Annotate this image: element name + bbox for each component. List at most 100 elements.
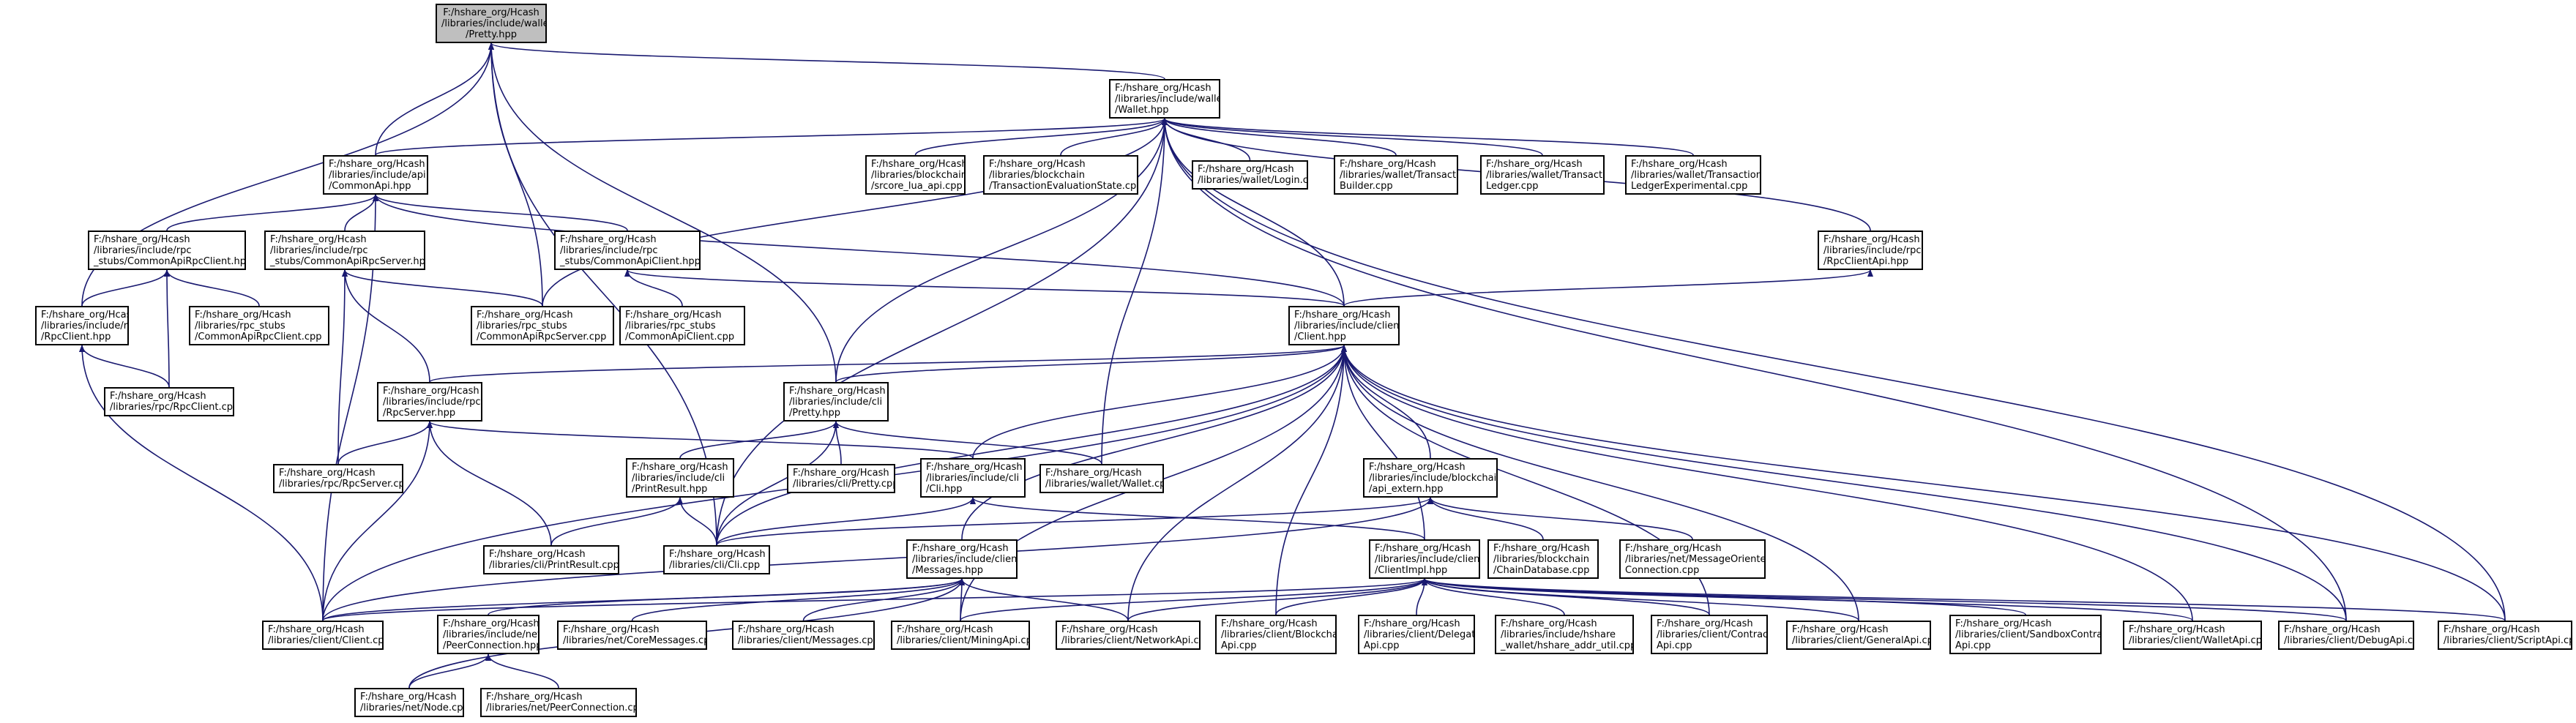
node-blockchain-api-cpp[interactable]: F:/hshare_org/Hcash /libraries/client/Bl… xyxy=(1215,615,1337,654)
node-label-line: /libraries/wallet/Transaction xyxy=(1486,170,1605,181)
node-label-line: /libraries/client/ScriptApi.cpp xyxy=(2444,635,2572,646)
node-sandbox-contract-api-cpp[interactable]: F:/hshare_org/Hcash /libraries/client/Sa… xyxy=(1949,615,2102,654)
edge-layer xyxy=(79,42,2506,689)
node-rpc-client-cpp[interactable]: F:/hshare_org/Hcash /libraries/rpc/RpcCl… xyxy=(104,387,234,416)
node-label-line: /PrintResult.hpp xyxy=(632,484,708,495)
node-label-line: /libraries/wallet/Transaction xyxy=(1340,170,1458,181)
dependency-edge xyxy=(970,497,1425,540)
node-delegate-api-cpp[interactable]: F:/hshare_org/Hcash /libraries/client/De… xyxy=(1358,615,1475,654)
node-client-impl-hpp[interactable]: F:/hshare_org/Hcash /libraries/include/c… xyxy=(1369,539,1480,579)
node-label-line: F:/hshare_org/Hcash xyxy=(94,234,190,245)
dependency-edge xyxy=(322,497,1433,621)
node-messages-hpp[interactable]: F:/hshare_org/Hcash /libraries/include/c… xyxy=(906,539,1018,579)
node-general-api-cpp[interactable]: F:/hshare_org/Hcash /libraries/client/Ge… xyxy=(1786,621,1931,650)
node-api-extern-hpp[interactable]: F:/hshare_org/Hcash /libraries/include/b… xyxy=(1363,458,1498,498)
node-label-line: /libraries/include/rpc xyxy=(41,321,128,331)
node-rpc-client-hpp[interactable]: F:/hshare_org/Hcash /libraries/include/r… xyxy=(35,306,129,345)
node-common-api-client-cpp[interactable]: F:/hshare_org/Hcash /libraries/rpc_stubs… xyxy=(619,306,745,345)
node-label-line: /libraries/include/rpc xyxy=(560,245,658,256)
node-wallet-hpp[interactable]: F:/hshare_org/Hcash /libraries/include/w… xyxy=(1109,79,1220,119)
dependency-edge xyxy=(1422,578,1565,615)
node-label-line: /libraries/net/MessageOriented xyxy=(1625,554,1766,565)
node-common-api-client-hpp[interactable]: F:/hshare_org/Hcash /libraries/include/r… xyxy=(554,231,701,270)
node-transaction-evaluation-state-cpp[interactable]: F:/hshare_org/Hcash /libraries/blockchai… xyxy=(983,155,1138,195)
node-common-api-hpp[interactable]: F:/hshare_org/Hcash /libraries/include/a… xyxy=(323,155,428,195)
node-label-line: Api.cpp xyxy=(1221,640,1257,651)
dependency-edge xyxy=(914,118,1168,156)
dependency-edge xyxy=(679,421,839,459)
node-messages-cpp[interactable]: F:/hshare_org/Hcash /libraries/client/Me… xyxy=(732,621,875,650)
node-cli-hpp[interactable]: F:/hshare_org/Hcash /libraries/include/c… xyxy=(920,458,1026,498)
node-label-line: _wallet/hshare_addr_util.cpp xyxy=(1501,640,1634,651)
node-label-line: F:/hshare_org/Hcash xyxy=(1364,618,1460,629)
node-cli-pretty-cpp[interactable]: F:/hshare_org/Hcash /libraries/cli/Prett… xyxy=(787,464,895,493)
node-peer-connection-cpp[interactable]: F:/hshare_org/Hcash /libraries/net/PeerC… xyxy=(480,688,637,717)
node-label-line: F:/hshare_org/Hcash xyxy=(871,159,966,170)
node-client-hpp[interactable]: F:/hshare_org/Hcash /libraries/include/c… xyxy=(1288,306,1400,345)
node-rpc-server-hpp[interactable]: F:/hshare_org/Hcash /libraries/include/r… xyxy=(377,382,482,422)
node-label-line: /libraries/include/rpc xyxy=(383,397,481,408)
node-label-line: /libraries/wallet/Wallet.cpp xyxy=(1045,479,1164,490)
node-transaction-builder-cpp[interactable]: F:/hshare_org/Hcash /libraries/wallet/Tr… xyxy=(1334,155,1458,195)
node-label-line: Builder.cpp xyxy=(1340,181,1393,192)
node-transaction-ledger-experimental-cpp[interactable]: F:/hshare_org/Hcash /libraries/wallet/Tr… xyxy=(1625,155,1761,195)
node-peer-connection-hpp[interactable]: F:/hshare_org/Hcash /libraries/include/n… xyxy=(437,615,540,654)
node-login-cpp[interactable]: F:/hshare_org/Hcash /libraries/wallet/Lo… xyxy=(1192,160,1308,190)
node-common-api-rpc-server-cpp[interactable]: F:/hshare_org/Hcash /libraries/rpc_stubs… xyxy=(471,306,614,345)
dependency-edge xyxy=(79,345,324,621)
node-rpc-server-cpp[interactable]: F:/hshare_org/Hcash /libraries/rpc/RpcSe… xyxy=(273,464,403,493)
node-chain-database-cpp[interactable]: F:/hshare_org/Hcash /libraries/blockchai… xyxy=(1487,539,1599,579)
node-cli-cpp[interactable]: F:/hshare_org/Hcash /libraries/cli/Cli.c… xyxy=(663,545,770,574)
node-label-line: F:/hshare_org/Hcash xyxy=(383,386,479,397)
node-cli-pretty-hpp[interactable]: F:/hshare_org/Hcash /libraries/include/c… xyxy=(783,382,889,422)
dependency-edge xyxy=(322,421,433,621)
dependency-edge xyxy=(1427,497,1693,540)
node-client-cpp[interactable]: F:/hshare_org/Hcash /libraries/client/Cl… xyxy=(262,621,384,650)
node-label-line: /RpcClientApi.hpp xyxy=(1823,256,1909,267)
node-rpc-client-api-hpp[interactable]: F:/hshare_org/Hcash /libraries/include/r… xyxy=(1818,231,1923,270)
dependency-edge xyxy=(1162,118,1694,156)
node-node-cpp[interactable]: F:/hshare_org/Hcash /libraries/net/Node.… xyxy=(354,688,464,717)
node-mining-api-cpp[interactable]: F:/hshare_org/Hcash /libraries/client/Mi… xyxy=(891,621,1030,650)
dependency-edge xyxy=(164,269,260,307)
node-label-line: /libraries/include/cli xyxy=(789,397,883,408)
node-label-line: /libraries/include/wallet xyxy=(1115,94,1220,105)
dependency-edge xyxy=(716,497,976,546)
node-common-api-rpc-client-cpp[interactable]: F:/hshare_org/Hcash /libraries/rpc_stubs… xyxy=(189,306,329,345)
node-label-line: F:/hshare_org/Hcash xyxy=(110,391,206,402)
node-script-api-cpp[interactable]: F:/hshare_org/Hcash /libraries/client/Sc… xyxy=(2438,621,2572,650)
node-label-line: F:/hshare_org/Hcash xyxy=(632,462,728,473)
node-common-api-rpc-client-hpp[interactable]: F:/hshare_org/Hcash /libraries/include/r… xyxy=(88,231,246,270)
node-label-line: F:/hshare_org/Hcash xyxy=(279,468,376,479)
node-message-oriented-connection-cpp[interactable]: F:/hshare_org/Hcash /libraries/net/Messa… xyxy=(1619,539,1766,579)
node-common-api-rpc-server-hpp[interactable]: F:/hshare_org/Hcash /libraries/include/r… xyxy=(264,231,425,270)
dependency-edge xyxy=(342,269,543,307)
node-label-line: /CommonApiClient.cpp xyxy=(625,331,735,342)
node-contract-api-cpp[interactable]: F:/hshare_org/Hcash /libraries/client/Co… xyxy=(1651,615,1768,654)
node-transaction-ledger-cpp[interactable]: F:/hshare_org/Hcash /libraries/wallet/Tr… xyxy=(1480,155,1605,195)
dependency-edge xyxy=(1162,118,1345,307)
node-print-result-cpp[interactable]: F:/hshare_org/Hcash /libraries/cli/Print… xyxy=(483,545,619,574)
dependency-edge xyxy=(408,653,491,689)
node-label-line: F:/hshare_org/Hcash xyxy=(560,234,657,245)
node-debug-api-cpp[interactable]: F:/hshare_org/Hcash /libraries/client/De… xyxy=(2278,621,2414,650)
node-wallet-api-cpp[interactable]: F:/hshare_org/Hcash /libraries/client/Wa… xyxy=(2123,621,2262,650)
node-core-messages-cpp[interactable]: F:/hshare_org/Hcash /libraries/net/CoreM… xyxy=(557,621,707,650)
node-label-line: /libraries/blockchain xyxy=(871,170,966,181)
node-label-line: F:/hshare_org/Hcash xyxy=(1792,624,1889,635)
node-label-line: F:/hshare_org/Hcash xyxy=(1631,159,1728,170)
node-label-line: /CommonApiRpcServer.cpp xyxy=(477,331,607,342)
node-print-result-hpp[interactable]: F:/hshare_org/Hcash /libraries/include/c… xyxy=(626,458,734,498)
node-wallet-cpp[interactable]: F:/hshare_org/Hcash /libraries/wallet/Wa… xyxy=(1039,464,1164,493)
node-pretty-hpp-root[interactable]: F:/hshare_org/Hcash /libraries/include/w… xyxy=(436,4,547,43)
node-srcore-lua-api-cpp[interactable]: F:/hshare_org/Hcash /libraries/blockchai… xyxy=(865,155,966,195)
node-label-line: /libraries/client/Messages.cpp xyxy=(738,635,875,646)
dependency-edge xyxy=(485,653,559,689)
dependency-edge xyxy=(427,421,974,459)
dependency-edge xyxy=(1162,118,1543,156)
dependency-edge xyxy=(322,194,378,621)
node-label-line: /libraries/include/client xyxy=(912,554,1018,565)
node-label-line: F:/hshare_org/Hcash xyxy=(486,692,583,703)
node-hshare-addr-util-cpp[interactable]: F:/hshare_org/Hcash /libraries/include/h… xyxy=(1495,615,1634,654)
node-network-api-cpp[interactable]: F:/hshare_org/Hcash /libraries/client/Ne… xyxy=(1056,621,1201,650)
